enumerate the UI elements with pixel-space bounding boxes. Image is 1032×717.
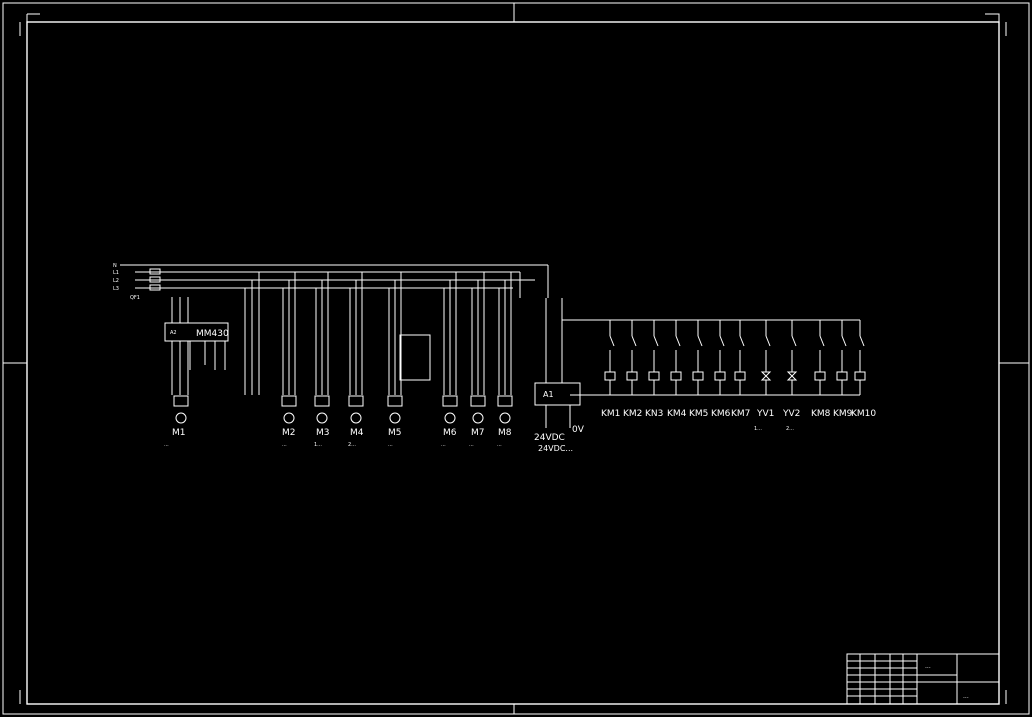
coil-km10: KM10 — [851, 320, 876, 419]
coil-label: KM4 — [667, 409, 687, 419]
motor-id-m5: M5 — [388, 428, 402, 438]
motor-branch-m4 — [348, 272, 364, 424]
coil-label: KM10 — [851, 409, 876, 419]
coil-label: KM2 — [623, 409, 642, 419]
coil-label: KM1 — [601, 409, 620, 419]
power-bus: N L1 L2 L3 QF1 — [113, 263, 549, 301]
motor-branches — [173, 272, 513, 424]
coil-label: KM9 — [833, 409, 853, 419]
power-supply-pos: 24VDC — [534, 433, 565, 443]
bus-label-n: N — [113, 263, 117, 269]
motor-caption-m6: ... — [441, 442, 446, 448]
motor-branch-m7 — [470, 272, 486, 424]
power-supply: A1 24VDC 0V 24VDC... — [534, 298, 860, 453]
coil-label: YV2 — [782, 409, 800, 419]
motor-branch-m3 — [314, 272, 330, 424]
coil-km8: KM8 — [811, 320, 831, 419]
coil-label: YV1 — [756, 409, 774, 419]
title-block: ... ... — [846, 653, 1000, 705]
motor-caption-m7: ... — [469, 442, 474, 448]
inverter-label: MM430 — [196, 329, 229, 339]
coil-km5: KM5 — [689, 320, 708, 419]
bus-label-l1: L1 — [113, 270, 119, 276]
motor-id-m7: M7 — [471, 428, 485, 438]
power-supply-neg: 0V — [572, 425, 585, 435]
coil-km6: KM6 — [711, 320, 731, 419]
motor-caption-m5: ... — [388, 442, 393, 448]
valve-caption-2: 2... — [786, 426, 794, 432]
power-supply-id: A1 — [543, 390, 554, 399]
coil-kn3: KN3 — [645, 320, 663, 419]
main-switch-label: QF1 — [130, 295, 140, 301]
bus-label-l2: L2 — [113, 278, 119, 284]
coil-km2: KM2 — [623, 320, 642, 419]
coil-km9: KM9 — [833, 320, 853, 419]
motor-labels: M1 M2 M3 M4 M5 M6 M7 M8 ... ... 1... 2..… — [164, 428, 512, 448]
motor-caption-m1: ... — [164, 442, 169, 448]
power-supply-caption: 24VDC... — [538, 444, 573, 453]
coil-label: KM6 — [711, 409, 731, 419]
coil-label: KM5 — [689, 409, 708, 419]
motor-id-m3: M3 — [316, 428, 330, 438]
motor-branch-m1 — [173, 395, 189, 424]
motor-branch-m6 — [442, 272, 458, 424]
motor-branch-m5 — [387, 272, 431, 424]
coil-label: KM7 — [731, 409, 750, 419]
coil-label: KN3 — [645, 409, 663, 419]
coil-yv1: YV1 — [756, 320, 774, 419]
motor-branch-m8 — [497, 272, 513, 424]
motor-id-m2: M2 — [282, 428, 296, 438]
motor-id-m8: M8 — [498, 428, 512, 438]
motor-id-m4: M4 — [350, 428, 364, 438]
coil-label: KM8 — [811, 409, 831, 419]
inverter-block: A2 MM430 — [164, 297, 229, 395]
coil-km1: KM1 — [601, 320, 620, 419]
motor-caption-m2: ... — [282, 442, 287, 448]
motor-caption-m3: 1... — [314, 442, 322, 448]
coil-km4: KM4 — [667, 320, 687, 419]
coil-km7: KM7 — [731, 320, 750, 419]
valve-caption-1: 1... — [754, 426, 762, 432]
inverter-prefix: A2 — [170, 330, 177, 336]
motor-id-m6: M6 — [443, 428, 457, 438]
motor-caption-m4: 2... — [348, 442, 356, 448]
bus-label-l3: L3 — [113, 286, 119, 292]
coil-yv2: YV2 — [782, 320, 800, 419]
title-block-col1: ... — [925, 663, 931, 670]
motor-id-m1: M1 — [172, 428, 186, 438]
title-block-col2: ... — [963, 693, 969, 700]
motor-caption-m8: ... — [497, 442, 502, 448]
motor-branch-m2 — [281, 272, 297, 424]
